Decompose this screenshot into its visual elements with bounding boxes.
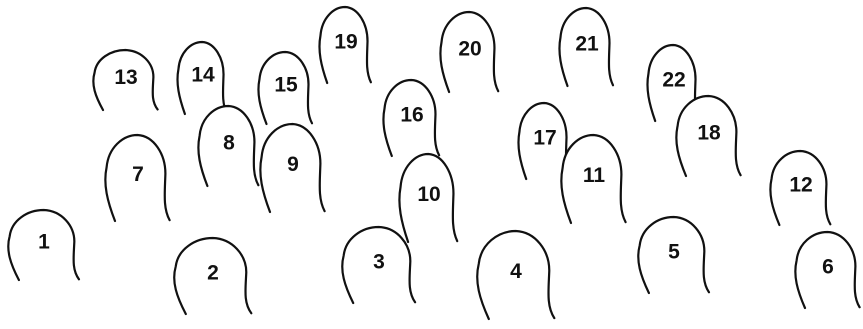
head-number-label: 22 bbox=[662, 68, 685, 91]
head-number-label: 11 bbox=[583, 164, 606, 187]
head-outline-10: 10 bbox=[399, 154, 457, 242]
head-outline-19: 19 bbox=[319, 7, 370, 83]
head-number-label: 20 bbox=[458, 37, 481, 60]
head-number-label: 2 bbox=[207, 261, 219, 284]
head-outline-15: 15 bbox=[258, 52, 312, 124]
head-number-label: 5 bbox=[668, 240, 680, 263]
head-outline-6: 6 bbox=[795, 232, 859, 308]
head-outline-3: 3 bbox=[342, 227, 415, 303]
head-outline-20: 20 bbox=[440, 12, 498, 92]
head-outline-1: 1 bbox=[8, 210, 79, 280]
head-outline-16: 16 bbox=[383, 80, 439, 156]
head-outline-13: 13 bbox=[93, 50, 157, 110]
head-number-label: 8 bbox=[223, 131, 235, 154]
head-outline-7: 7 bbox=[105, 135, 169, 221]
head-number-label: 4 bbox=[510, 260, 522, 283]
head-number-label: 7 bbox=[132, 163, 144, 186]
head-number-label: 1 bbox=[38, 231, 50, 254]
head-number-label: 9 bbox=[287, 153, 299, 176]
head-number-label: 12 bbox=[789, 174, 812, 197]
head-number-label: 6 bbox=[822, 255, 834, 278]
head-number-label: 21 bbox=[575, 32, 599, 55]
head-outline-8: 8 bbox=[198, 106, 258, 186]
head-number-label: 16 bbox=[400, 103, 423, 126]
head-number-label: 13 bbox=[114, 66, 137, 89]
head-outline-4: 4 bbox=[477, 231, 554, 319]
head-outline-5: 5 bbox=[638, 217, 709, 293]
head-outline-11: 11 bbox=[561, 135, 625, 223]
head-number-label: 18 bbox=[697, 121, 721, 144]
head-number-label: 19 bbox=[334, 30, 357, 53]
head-number-label: 14 bbox=[191, 64, 215, 87]
head-outline-9: 9 bbox=[260, 124, 324, 212]
head-outline-14: 14 bbox=[177, 42, 226, 114]
head-number-label: 17 bbox=[533, 126, 556, 149]
head-number-label: 15 bbox=[274, 74, 298, 97]
head-outline-18: 18 bbox=[676, 96, 740, 176]
head-outline-21: 21 bbox=[559, 8, 613, 86]
head-number-label: 10 bbox=[417, 183, 440, 206]
head-number-label: 3 bbox=[373, 250, 385, 273]
head-outline-12: 12 bbox=[770, 151, 830, 225]
head-outline-2: 2 bbox=[174, 238, 251, 314]
